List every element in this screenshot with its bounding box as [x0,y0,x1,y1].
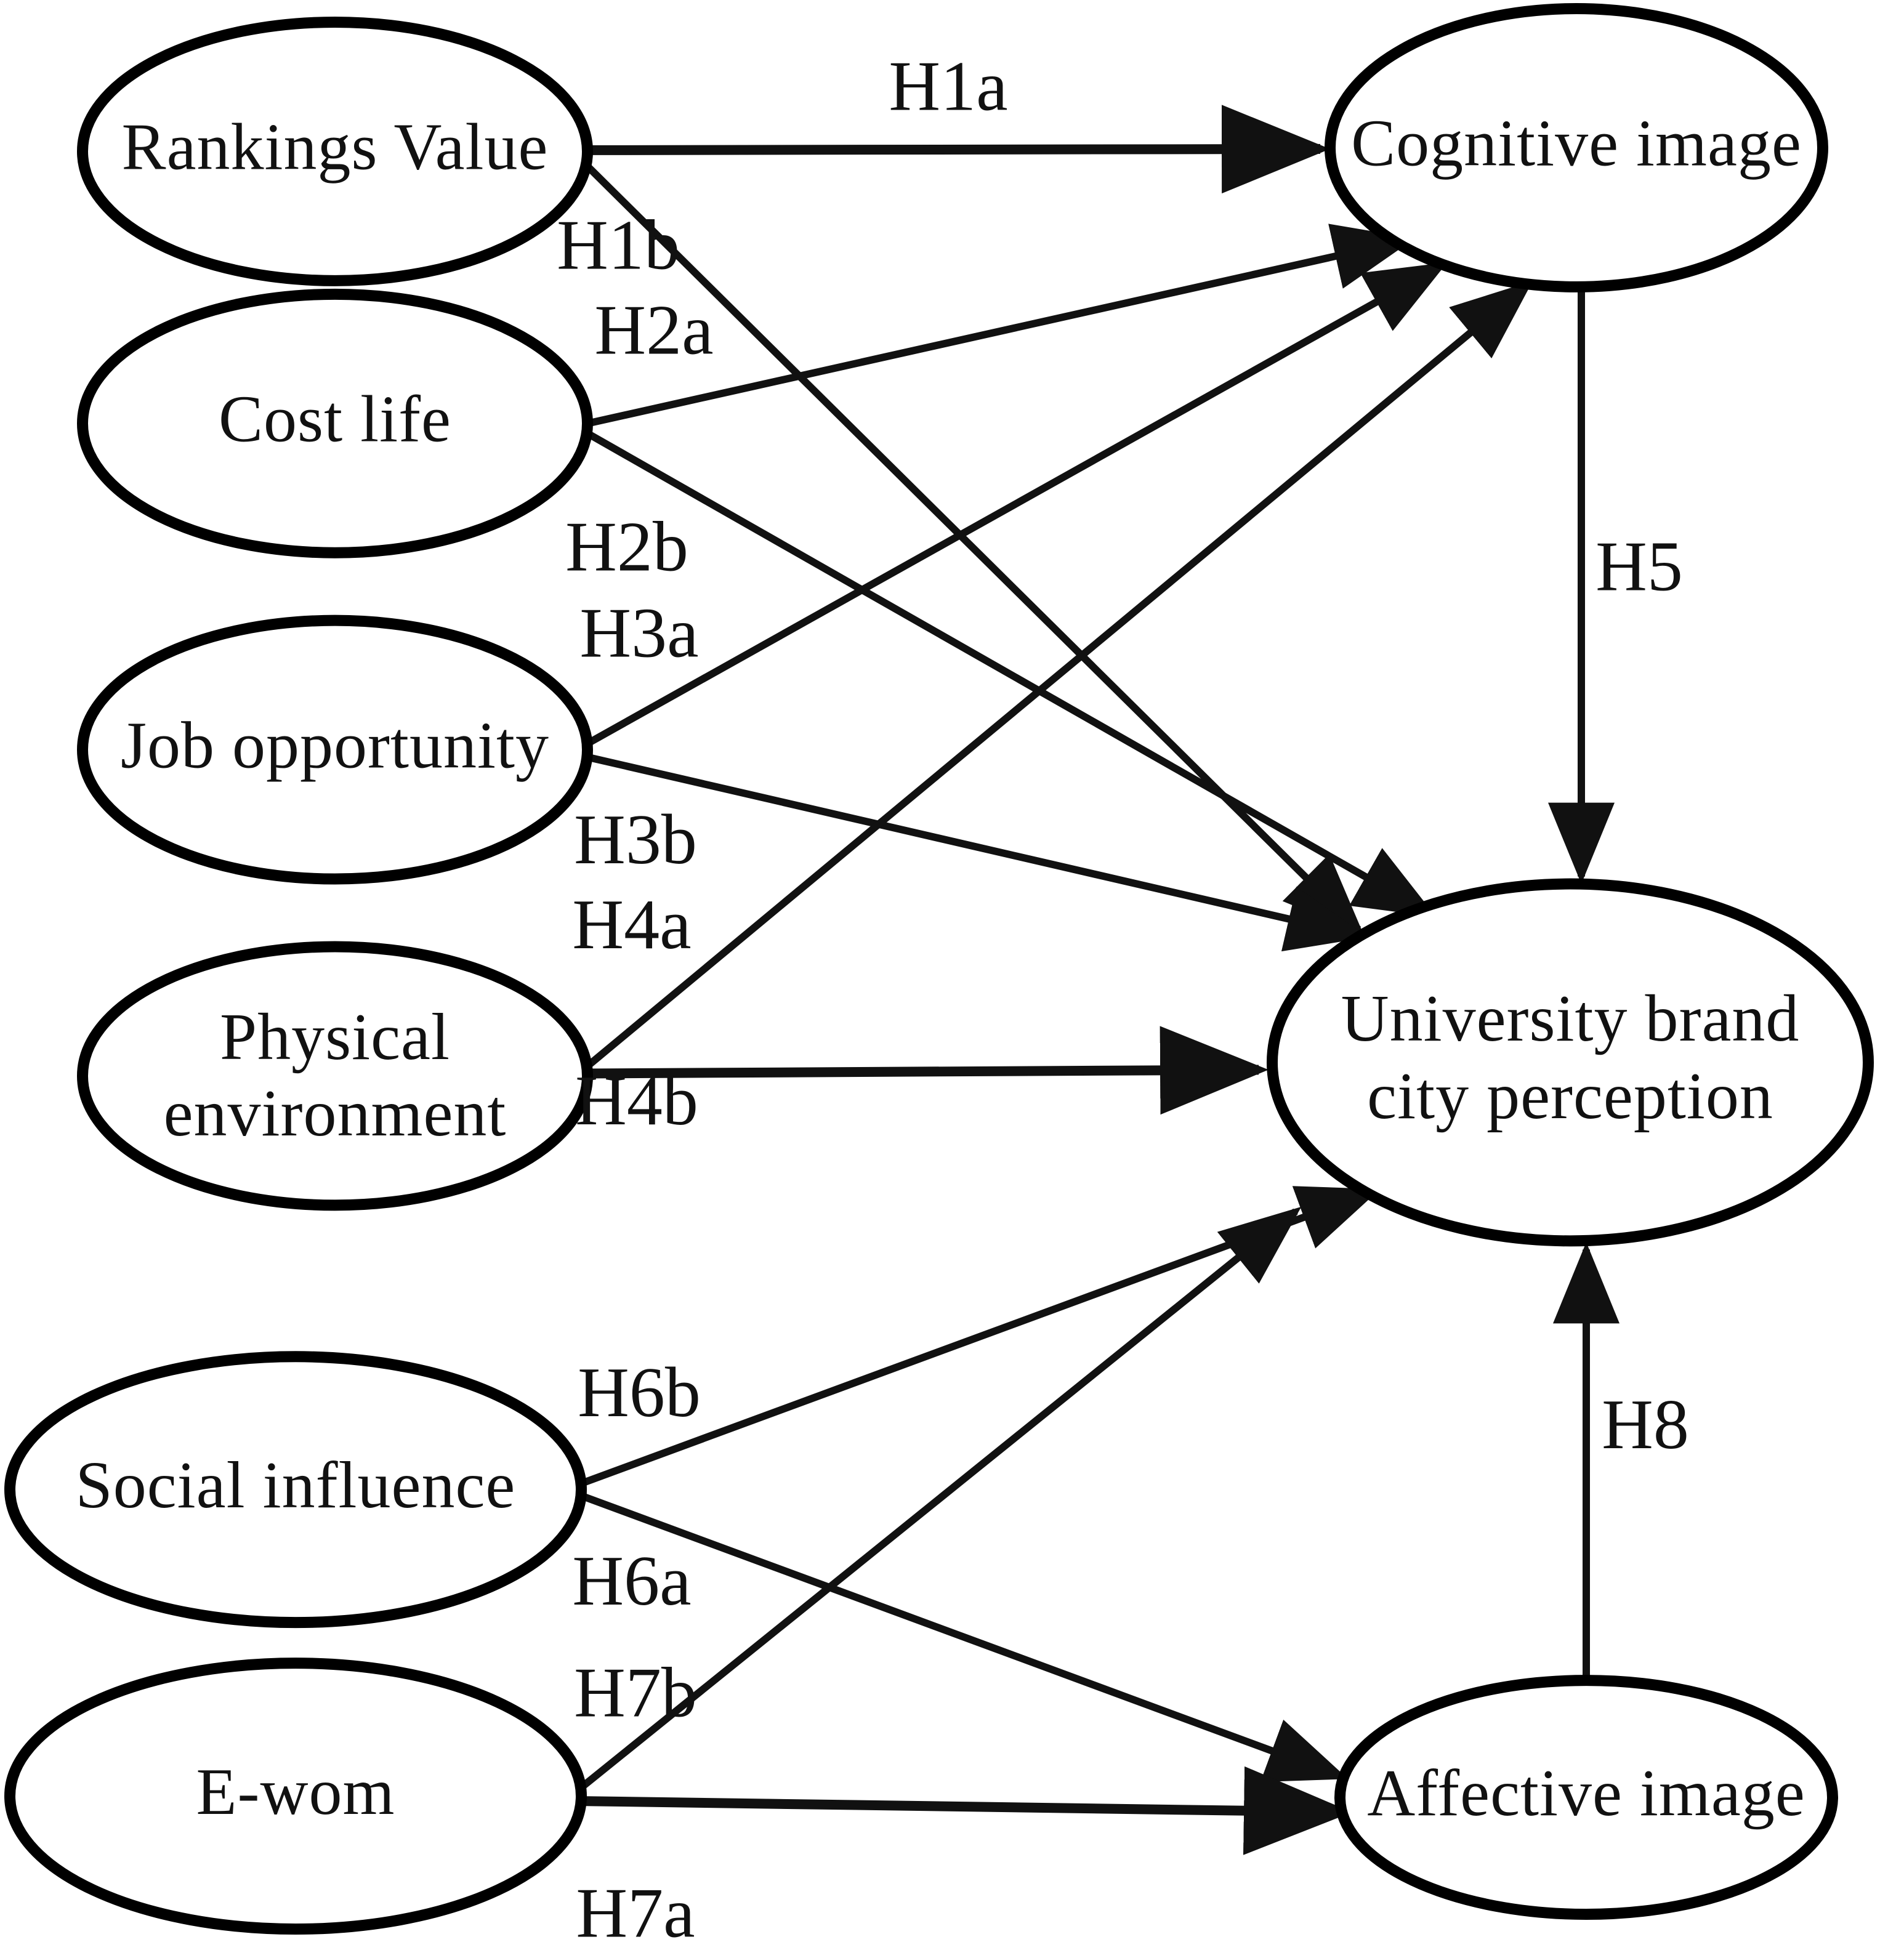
hypothesis-label-h5: H5 [1595,527,1683,606]
edge-h4a [585,281,1533,1070]
node-cognitive-image[interactable]: Cognitive image [1325,2,1828,292]
university-brand-ellipse[interactable] [1267,878,1874,1247]
hypothesis-label-h2a: H2a [594,291,713,369]
edge-h1a [587,105,1330,194]
edge-h2a [586,224,1415,427]
node-cost-life[interactable]: Cost life [77,288,593,558]
physical-environment-ellipse[interactable] [77,941,593,1211]
edge-h3a [586,262,1448,747]
edge-h6a [579,1492,1349,1783]
rankings-value-ellipse[interactable] [77,16,593,286]
edge-h7a [581,1766,1352,1855]
cognitive-image-label: Cognitive image [1351,107,1802,180]
job-opportunity-label: Job opportunity [121,709,549,782]
hypothesis-label-h3a: H3a [579,594,698,672]
rankings-value-label: Rankings Value [122,111,549,184]
affective-image-label: Affective image [1367,1757,1805,1830]
e-wom-ellipse[interactable] [4,1658,587,1935]
edge-layer [579,105,1620,1855]
university-brand-label-line2: city perception [1367,1060,1773,1133]
node-layer: Rankings Value Cost life Job opportunity… [4,2,1874,1935]
social-influence-ellipse[interactable] [4,1351,587,1629]
hypothesis-label-h1b: H1b [557,206,680,284]
hypothesis-label-h6a: H6a [572,1542,691,1621]
hypothesis-label-h8: H8 [1602,1385,1689,1464]
cost-life-label: Cost life [219,383,451,456]
cognitive-image-ellipse[interactable] [1325,2,1828,292]
social-influence-label: Social influence [76,1449,516,1522]
node-university-brand[interactable]: University brand city perception [1267,878,1874,1247]
physical-environment-label-line2: environment [164,1077,507,1150]
node-social-influence[interactable]: Social influence [4,1351,587,1629]
hypothesis-label-h4a: H4a [572,885,691,964]
affective-image-ellipse[interactable] [1334,1675,1838,1920]
edge-h7b [579,1206,1302,1791]
node-job-opportunity[interactable]: Job opportunity [77,614,593,885]
edge-h2b [586,430,1437,917]
hypothesis-label-h7b: H7b [574,1654,697,1733]
university-brand-label-line1: University brand [1341,982,1800,1055]
physical-environment-label-line1: Physical [220,1001,450,1074]
hypothesis-label-h7a: H7a [576,1874,695,1950]
hypothesis-label-h3b: H3b [574,800,697,879]
node-rankings-value[interactable]: Rankings Value [77,16,593,286]
hypothesis-label-h4b: H4b [575,1062,698,1140]
edge-h6b [579,1186,1381,1487]
job-opportunity-ellipse[interactable] [77,614,593,885]
hypothesis-label-h6b: H6b [578,1353,701,1432]
hypothesis-label-h2b: H2b [565,507,688,586]
cost-life-ellipse[interactable] [77,288,593,558]
edge-h3b [586,753,1368,952]
node-physical-environment[interactable]: Physical environment [77,941,593,1211]
node-e-wom[interactable]: E-wom [4,1658,587,1935]
edge-h4b [587,1026,1269,1115]
hypothesis-label-h1a: H1a [889,47,1007,126]
hypothesis-label-layer: H1a H1b H2a H2b H3a H3b H4a H4b H5 H6b H… [557,47,1689,1950]
e-wom-label: E-wom [196,1755,395,1829]
node-affective-image[interactable]: Affective image [1334,1675,1838,1920]
